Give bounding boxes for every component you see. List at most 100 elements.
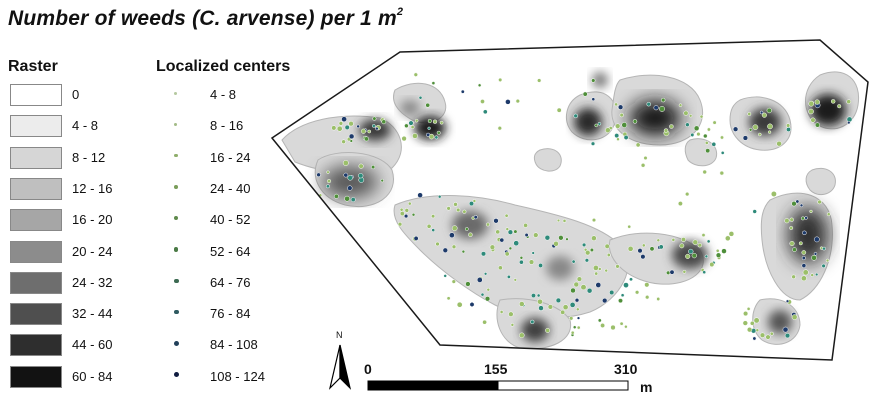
weed-center-point <box>528 259 535 265</box>
center-legend-item: 4 - 8 <box>170 84 300 108</box>
weed-center-point <box>752 124 759 131</box>
weed-center-point <box>830 99 836 104</box>
raster-legend-item: 32 - 44 <box>10 303 150 327</box>
weed-center-point <box>792 247 797 252</box>
weed-center-point <box>431 81 436 85</box>
weed-center-point <box>573 113 578 119</box>
weed-center-point <box>537 298 543 305</box>
weed-center-point <box>689 114 693 118</box>
weed-center-point <box>356 124 360 129</box>
raster-legend-item: 24 - 32 <box>10 271 150 296</box>
weed-center-point <box>349 139 353 143</box>
north-arrow-right-half <box>339 344 352 390</box>
weed-center-point <box>536 293 541 298</box>
weed-center-point <box>484 296 491 302</box>
weed-center-point <box>531 251 535 255</box>
weed-center-point <box>326 179 332 184</box>
weed-center-point <box>826 212 831 217</box>
weed-center-point <box>576 325 581 330</box>
weed-center-point <box>498 77 503 82</box>
weed-center-point <box>483 272 488 276</box>
weed-center-point <box>809 209 813 214</box>
weed-center-point <box>462 209 467 214</box>
weed-center-point <box>574 297 580 303</box>
weed-center-point <box>431 228 436 232</box>
weed-center-point <box>634 290 640 295</box>
weed-center-point <box>746 327 753 333</box>
north-arrow-left-half <box>328 344 341 390</box>
center-legend-item: 108 - 124 <box>170 366 300 390</box>
weed-center-point <box>341 116 347 123</box>
weed-center-point <box>658 244 664 250</box>
weed-center-point <box>427 118 432 124</box>
weed-center-point <box>659 105 665 112</box>
weed-center-point <box>371 165 376 170</box>
weed-center-point <box>640 254 646 260</box>
weed-center-point <box>748 128 753 132</box>
weed-center-point <box>705 148 711 154</box>
raster-label: 12 - 16 <box>72 180 113 196</box>
weed-center-point <box>576 276 583 282</box>
weed-center-point <box>688 248 694 255</box>
weed-center-point <box>480 99 485 104</box>
weed-center-point <box>789 240 795 247</box>
weed-center-point <box>372 116 377 121</box>
weed-center-point <box>498 265 503 271</box>
weed-center-point <box>456 207 461 213</box>
weed-center-point <box>380 178 384 183</box>
weed-center-point <box>649 246 655 252</box>
weed-center-point <box>480 292 485 297</box>
weed-center-point <box>360 128 367 134</box>
weed-center-point <box>706 127 711 132</box>
center-dot <box>174 153 178 158</box>
center-label: 108 - 124 <box>210 368 265 384</box>
raster-label: 0 <box>72 87 80 102</box>
weed-center-point <box>519 301 525 307</box>
weed-center-point <box>784 218 790 224</box>
weed-center-point <box>586 287 593 294</box>
weed-center-point <box>704 254 709 259</box>
weed-center-point <box>801 275 807 282</box>
weed-center-point <box>513 240 520 247</box>
weed-center-point <box>591 78 596 83</box>
weed-center-point <box>759 110 764 115</box>
weed-center-point <box>701 233 706 238</box>
weed-center-point <box>558 235 564 241</box>
weed-center-point <box>381 119 387 125</box>
weed-center-point <box>752 336 757 341</box>
center-label: 16 - 24 <box>210 149 251 165</box>
scale-bar-black-segment <box>367 380 499 391</box>
weed-center-point <box>495 229 501 235</box>
north-arrow <box>328 344 352 390</box>
weed-center-point <box>569 302 576 308</box>
weed-center-point <box>692 239 699 246</box>
weed-center-point <box>685 191 690 197</box>
weed-center-point <box>537 78 542 83</box>
weed-center-point <box>371 124 376 128</box>
weed-center-point <box>341 139 346 144</box>
weed-center-point <box>468 201 475 207</box>
field-boundary <box>270 39 869 361</box>
weed-center-point <box>678 103 683 107</box>
weed-center-point <box>643 155 648 161</box>
weed-center-point <box>513 278 517 282</box>
weed-center-point <box>758 132 762 137</box>
weed-center-point <box>436 130 441 135</box>
raster-swatch <box>10 146 62 169</box>
weed-center-point <box>846 99 852 105</box>
weed-center-point <box>333 193 339 199</box>
weed-center-point <box>765 334 771 340</box>
weed-center-point <box>801 263 807 268</box>
weed-center-point <box>632 119 638 124</box>
weed-center-point <box>482 109 488 115</box>
weed-center-point <box>595 282 602 288</box>
weed-center-point <box>725 235 731 242</box>
weed-center-point <box>453 202 458 207</box>
weed-center-point <box>344 195 350 202</box>
weed-center-point <box>480 251 487 257</box>
weed-center-point <box>591 97 596 102</box>
weed-center-point <box>709 261 715 268</box>
raster-legend-item: 8 - 12 <box>10 146 150 171</box>
weed-center-point <box>811 254 817 261</box>
weed-center-point <box>505 99 511 105</box>
